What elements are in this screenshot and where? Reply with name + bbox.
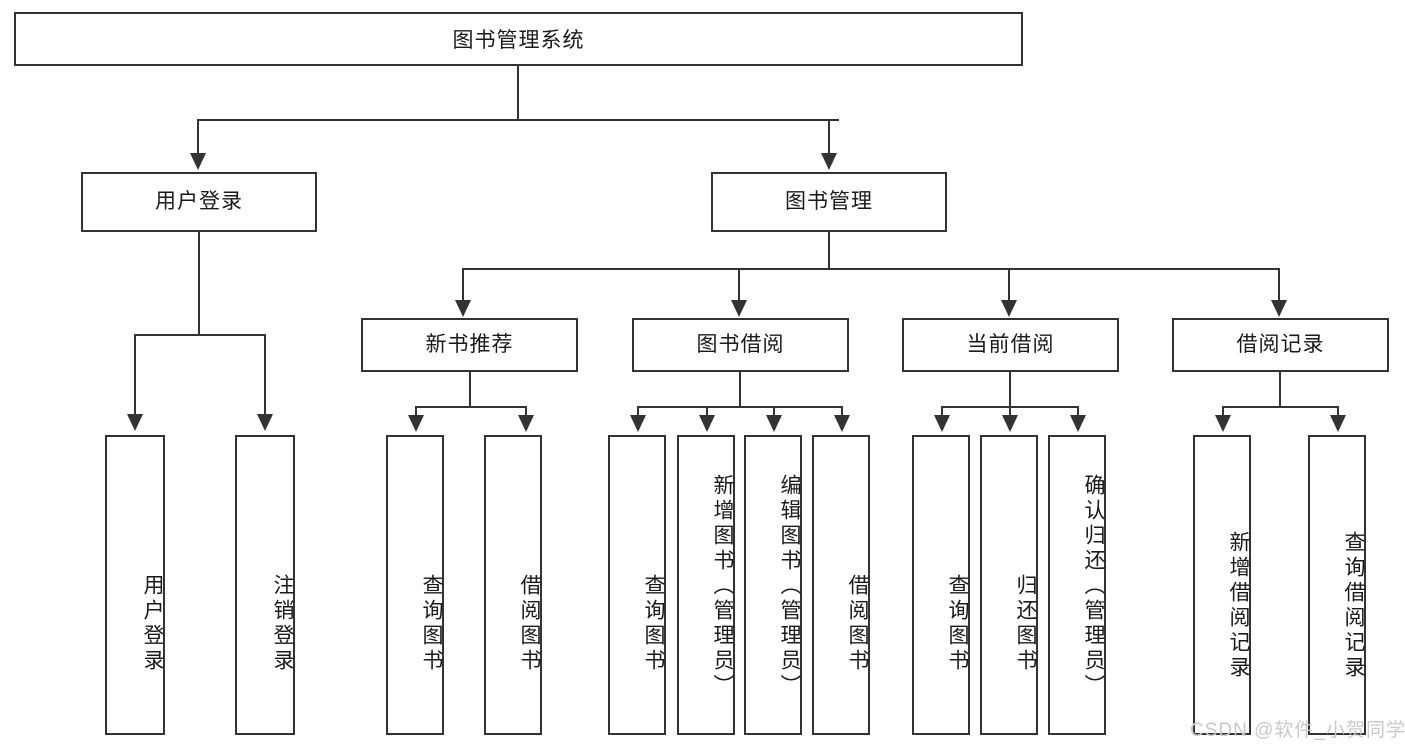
arrowhead-cb-leaf-1-icon (934, 415, 950, 432)
edge-to-book-borrow (738, 268, 740, 302)
node-borrow-record[interactable]: 借阅记录 (1172, 318, 1389, 372)
node-label: 归还图书 (1014, 574, 1037, 674)
leaf-logout[interactable]: 注销登录 (235, 435, 295, 735)
leaf-cb-confirm-return-admin[interactable]: 确认归还（管理员） (1048, 435, 1106, 735)
edge-root-bus (197, 119, 839, 121)
edge-user-login-to-leaf-1 (134, 334, 136, 416)
node-current-borrow[interactable]: 当前借阅 (902, 318, 1119, 372)
node-label: 图书管理系统 (452, 29, 585, 52)
edge-user-login-bus (134, 334, 266, 336)
edge-br-leaf-2 (1337, 406, 1339, 418)
node-label: 确认归还（管理员） (1082, 473, 1105, 699)
leaf-br-add-record[interactable]: 新增借阅记录 (1193, 435, 1251, 735)
edge-cb-leaf-3 (1077, 406, 1079, 418)
leaf-cb-return-book[interactable]: 归还图书 (980, 435, 1038, 735)
arrowhead-nbr-leaf-2-icon (518, 415, 534, 432)
arrowhead-bb-leaf-1-icon (630, 415, 646, 432)
node-label: 当前借阅 (966, 333, 1055, 357)
node-label: 借阅图书 (846, 574, 869, 674)
edge-new-book-recommend-bus (415, 406, 527, 408)
edge-br-leaf-1 (1222, 406, 1224, 418)
node-label: 查询图书 (946, 574, 969, 674)
arrowhead-nbr-leaf-1-icon (408, 415, 424, 432)
arrowhead-new-book-recommend-icon (455, 300, 471, 317)
edge-to-borrow-record (1278, 268, 1280, 302)
edge-current-borrow-stem (1009, 372, 1011, 408)
node-book-borrow[interactable]: 图书借阅 (632, 318, 849, 372)
edge-borrow-record-stem (1279, 372, 1281, 408)
arrowhead-borrow-record-icon (1271, 300, 1287, 317)
node-book-management[interactable]: 图书管理 (711, 172, 947, 232)
arrowhead-br-leaf-1-icon (1215, 415, 1231, 432)
node-label: 用户登录 (155, 190, 243, 214)
edge-book-borrow-bus (637, 406, 842, 408)
arrowhead-leaf-user-login-icon (127, 414, 143, 431)
node-label: 查询借阅记录 (1342, 531, 1365, 681)
edge-bb-leaf-1 (637, 406, 639, 418)
edge-new-book-recommend-stem (469, 372, 471, 408)
node-label: 查询图书 (642, 574, 665, 674)
node-new-book-recommend[interactable]: 新书推荐 (361, 318, 578, 372)
arrowhead-book-borrow-icon (731, 300, 747, 317)
arrowhead-bb-leaf-4-icon (834, 415, 850, 432)
node-label: 编辑图书（管理员） (778, 473, 801, 699)
leaf-user-login[interactable]: 用户登录 (105, 435, 165, 735)
arrowhead-cb-leaf-2-icon (1002, 415, 1018, 432)
leaf-bb-borrow-book[interactable]: 借阅图书 (812, 435, 870, 735)
leaf-bb-query-book[interactable]: 查询图书 (608, 435, 666, 735)
node-label: 借阅记录 (1236, 333, 1325, 357)
edge-user-login-to-leaf-2 (264, 334, 266, 416)
leaf-bb-edit-book-admin[interactable]: 编辑图书（管理员） (744, 435, 802, 735)
edge-cb-leaf-2 (1009, 406, 1011, 418)
node-label: 借阅图书 (518, 574, 541, 674)
edge-root-to-book-management (828, 119, 830, 155)
node-label: 注销登录 (271, 574, 294, 674)
leaf-cb-query-book[interactable]: 查询图书 (912, 435, 970, 735)
edge-root-stem (517, 66, 519, 120)
edge-cb-leaf-1 (941, 406, 943, 418)
arrowhead-bb-leaf-2-icon (699, 415, 715, 432)
node-label: 新书推荐 (425, 333, 514, 357)
arrowhead-current-borrow-icon (1001, 300, 1017, 317)
arrowhead-book-management-icon (821, 153, 837, 170)
arrowhead-br-leaf-2-icon (1330, 415, 1346, 432)
csdn-watermark: CSDN @软件_小贺同学 (1190, 720, 1405, 741)
node-label: 新增图书（管理员） (711, 473, 734, 699)
node-user-login[interactable]: 用户登录 (81, 172, 317, 232)
edge-bb-leaf-3 (773, 406, 775, 418)
node-label: 用户登录 (141, 574, 164, 674)
edge-nbr-leaf-1 (415, 406, 417, 418)
node-root-book-management-system[interactable]: 图书管理系统 (14, 12, 1023, 66)
node-label: 查询图书 (420, 574, 443, 674)
node-label: 图书借阅 (696, 333, 785, 357)
node-label: 新增借阅记录 (1227, 531, 1250, 681)
edge-to-current-borrow (1008, 268, 1010, 302)
edge-borrow-record-bus (1222, 406, 1339, 408)
edge-book-management-stem (828, 232, 830, 270)
edge-book-management-bus (462, 268, 1280, 270)
edge-user-login-stem (198, 232, 200, 336)
node-label: 图书管理 (785, 190, 873, 214)
edge-nbr-leaf-2 (525, 406, 527, 418)
edge-bb-leaf-4 (841, 406, 843, 418)
arrowhead-cb-leaf-3-icon (1070, 415, 1086, 432)
edge-book-borrow-stem (739, 372, 741, 408)
leaf-nbr-query-book[interactable]: 查询图书 (386, 435, 444, 735)
leaf-br-query-record[interactable]: 查询借阅记录 (1308, 435, 1366, 735)
edge-to-new-book-recommend (462, 268, 464, 302)
leaf-nbr-borrow-book[interactable]: 借阅图书 (484, 435, 542, 735)
arrowhead-bb-leaf-3-icon (766, 415, 782, 432)
edge-root-to-user-login (197, 119, 199, 155)
arrowhead-user-login-icon (190, 153, 206, 170)
arrowhead-leaf-logout-icon (257, 414, 273, 431)
edge-bb-leaf-2 (706, 406, 708, 418)
leaf-bb-add-book-admin[interactable]: 新增图书（管理员） (677, 435, 735, 735)
